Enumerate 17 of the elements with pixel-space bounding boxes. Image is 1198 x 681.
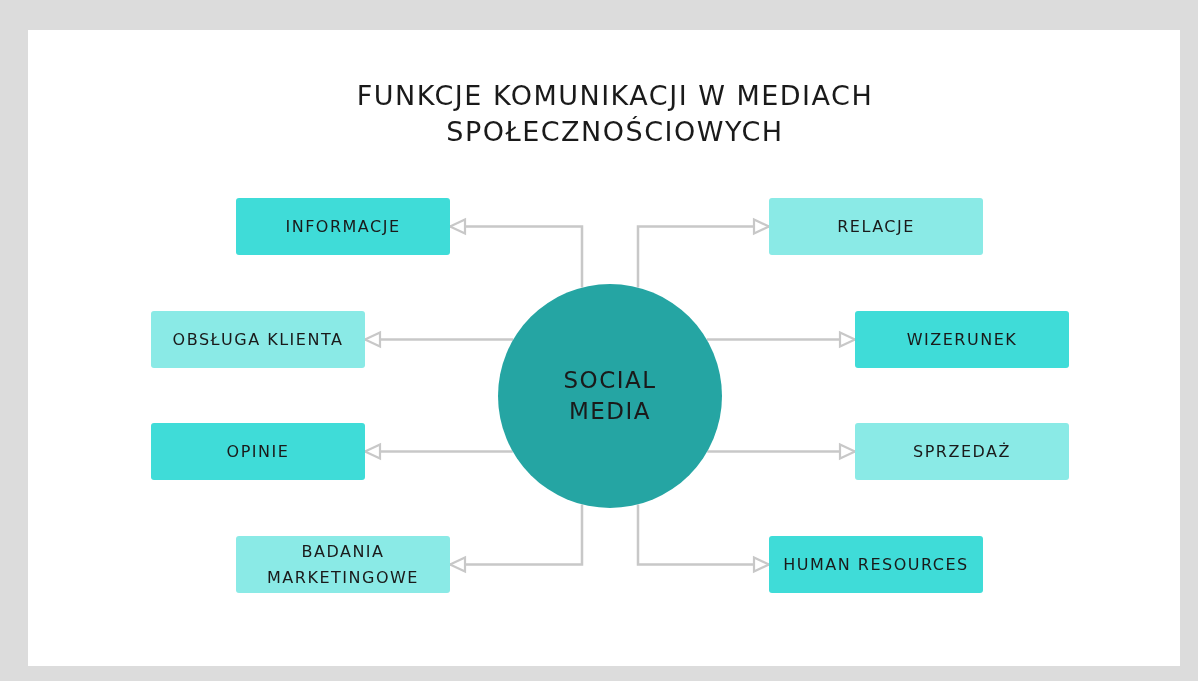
function-box: INFORMACJE <box>236 198 450 255</box>
arrow <box>448 504 584 573</box>
function-box: HUMAN RESOURCES <box>769 536 983 593</box>
function-box: RELACJE <box>769 198 983 255</box>
title: FUNKCJE KOMUNIKACJI W MEDIACH SPOŁECZNOŚCIOWYCH <box>355 79 875 149</box>
function-box: BADANIA MARKETINGOWE <box>236 536 450 593</box>
arrow <box>636 504 771 573</box>
arrow <box>448 218 584 288</box>
function-box: OBSŁUGA KLIENTA <box>151 311 365 368</box>
function-box: WIZERUNEK <box>855 311 1069 368</box>
arrow <box>363 443 513 460</box>
arrow <box>636 218 771 288</box>
arrow <box>707 443 857 460</box>
arrow <box>706 331 857 348</box>
arrow <box>363 331 514 348</box>
function-box: SPRZEDAŻ <box>855 423 1069 480</box>
function-box: OPINIE <box>151 423 365 480</box>
